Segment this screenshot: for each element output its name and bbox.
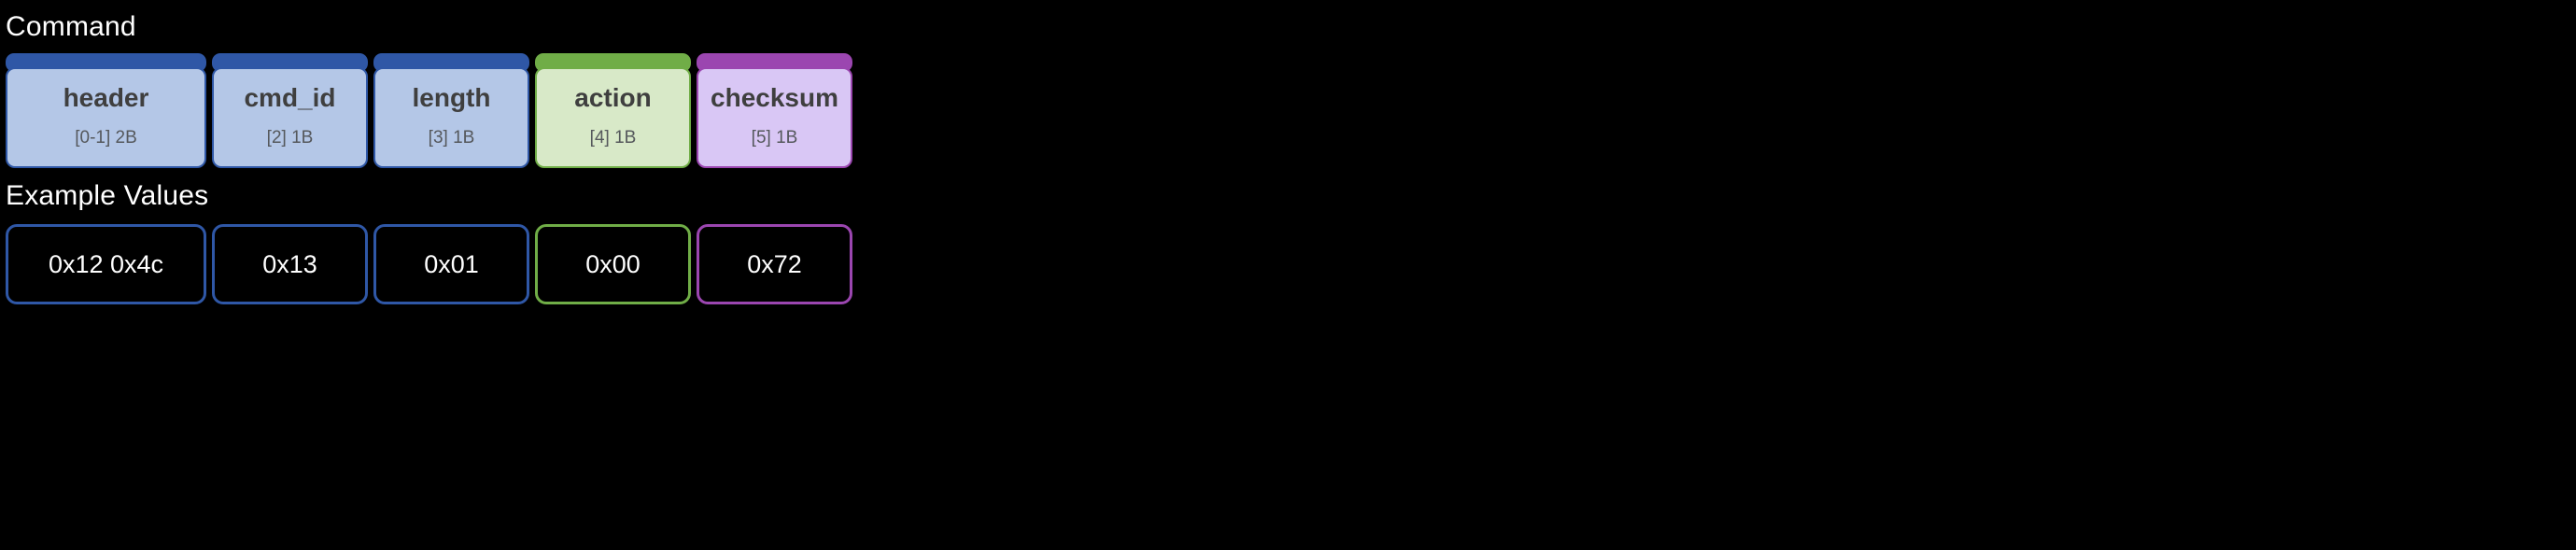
packet-field-body: cmd_id [2] 1B xyxy=(212,67,368,168)
example-value-row: 0x12 0x4c 0x13 0x01 0x00 0x72 xyxy=(6,224,852,304)
packet-field-meta: [2] 1B xyxy=(266,128,314,148)
example-values-section-label: Example Values xyxy=(6,180,209,211)
packet-field-checksum: checksum [5] 1B xyxy=(697,53,852,168)
packet-field-meta: [0-1] 2B xyxy=(75,128,137,148)
packet-field-name: length xyxy=(412,83,491,112)
packet-field-header: header [0-1] 2B xyxy=(6,53,206,168)
packet-field-body: action [4] 1B xyxy=(535,67,691,168)
example-value-text: 0x12 0x4c xyxy=(48,249,164,278)
packet-field-name: header xyxy=(63,83,149,112)
packet-field-meta: [3] 1B xyxy=(428,128,475,148)
example-value-text: 0x13 xyxy=(262,249,317,278)
packet-field-name: action xyxy=(574,83,652,112)
packet-field-action: action [4] 1B xyxy=(535,53,691,168)
example-value-length: 0x01 xyxy=(373,224,529,304)
packet-field-row: header [0-1] 2B cmd_id [2] 1B length [3] 1B ac… xyxy=(6,53,852,168)
example-value-checksum: 0x72 xyxy=(697,224,852,304)
packet-field-name: cmd_id xyxy=(244,83,336,112)
example-value-text: 0x01 xyxy=(424,249,479,278)
packet-field-body: length [3] 1B xyxy=(373,67,529,168)
example-value-header: 0x12 0x4c xyxy=(6,224,206,304)
packet-field-name: checksum xyxy=(711,83,838,112)
packet-field-length: length [3] 1B xyxy=(373,53,529,168)
packet-field-meta: [4] 1B xyxy=(589,128,637,148)
example-value-action: 0x00 xyxy=(535,224,691,304)
example-value-text: 0x72 xyxy=(747,249,802,278)
example-value-text: 0x00 xyxy=(585,249,640,278)
packet-field-body: header [0-1] 2B xyxy=(6,67,206,168)
packet-field-body: checksum [5] 1B xyxy=(697,67,852,168)
command-section-label: Command xyxy=(6,11,136,42)
packet-field-meta: [5] 1B xyxy=(751,128,798,148)
packet-field-cmd-id: cmd_id [2] 1B xyxy=(212,53,368,168)
example-value-cmd-id: 0x13 xyxy=(212,224,368,304)
